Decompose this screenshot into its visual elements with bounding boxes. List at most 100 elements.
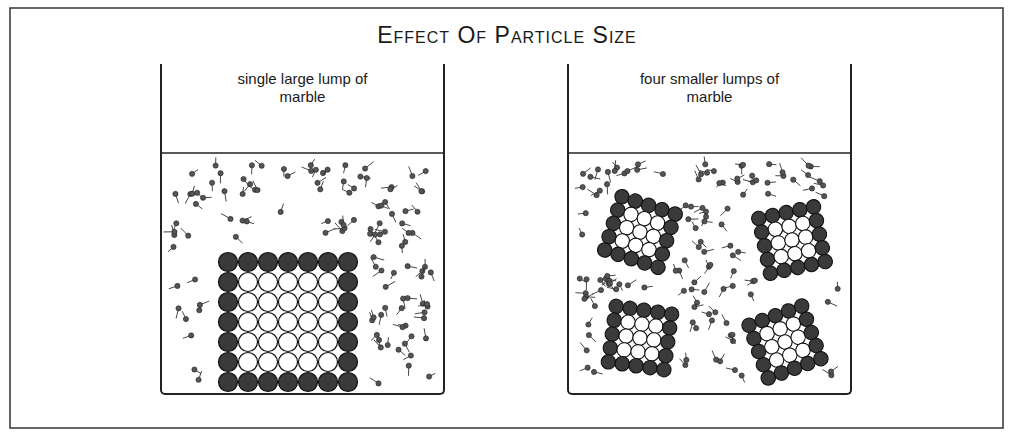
surface-particle <box>776 262 793 279</box>
marble-lumps <box>219 188 834 392</box>
acid-particle <box>240 218 245 223</box>
acid-particle <box>703 214 708 219</box>
acid-particle <box>376 381 381 386</box>
acid-particle <box>351 186 356 191</box>
inner-particle <box>648 318 664 334</box>
inner-particle <box>239 273 258 292</box>
surface-particle <box>756 237 773 254</box>
acid-particle <box>805 172 810 177</box>
inner-particle <box>259 353 278 372</box>
acid-particle <box>683 203 688 208</box>
surface-particle <box>812 350 830 368</box>
surface-particle <box>259 253 278 272</box>
acid-particle <box>730 283 735 288</box>
acid-particle <box>683 363 688 368</box>
acid-particle <box>694 326 699 331</box>
acid-particle <box>373 264 378 269</box>
acid-particle <box>692 280 697 285</box>
inner-particle <box>781 218 798 235</box>
inner-particle <box>620 314 636 330</box>
inner-particle <box>319 313 338 332</box>
surface-particle <box>650 304 666 320</box>
acid-particle <box>233 234 238 239</box>
acid-particle <box>598 288 603 293</box>
inner-particle <box>800 242 817 259</box>
acid-particle <box>309 168 314 173</box>
surface-particle <box>604 326 620 342</box>
inner-particle <box>319 353 338 372</box>
acid-particle <box>172 229 177 234</box>
surface-particle <box>608 298 624 314</box>
acid-particle <box>399 306 404 311</box>
inner-particle <box>299 313 318 332</box>
acid-particle <box>379 312 384 317</box>
acid-particle <box>347 190 352 195</box>
acid-particle <box>406 363 411 368</box>
acid-particle <box>281 166 286 171</box>
acid-particle <box>379 268 384 273</box>
acid-particle <box>174 221 179 226</box>
surface-particle <box>219 293 238 312</box>
acid-particle <box>696 177 701 182</box>
acid-particle <box>660 171 665 176</box>
inner-particle <box>319 293 338 312</box>
surface-particle <box>239 373 258 392</box>
acid-particle <box>730 338 735 343</box>
acid-particle <box>308 163 313 168</box>
acid-particle <box>378 345 383 350</box>
acid-particle <box>584 277 589 282</box>
acid-particle <box>419 274 424 279</box>
acid-particle <box>195 190 200 195</box>
surface-particle <box>219 333 238 352</box>
surface-particle <box>339 293 358 312</box>
acid-particle <box>696 244 701 249</box>
outer-frame <box>10 8 1003 428</box>
surface-particle <box>339 333 358 352</box>
inner-particle <box>299 333 318 352</box>
inner-particle <box>239 293 258 312</box>
acid-particle <box>189 171 194 176</box>
acid-particle <box>703 162 708 167</box>
acid-particle <box>692 304 697 309</box>
inner-particle <box>783 231 800 248</box>
acid-particle <box>171 244 176 249</box>
acid-particle <box>736 249 741 254</box>
acid-particle <box>402 341 407 346</box>
surface-particle <box>791 201 808 218</box>
acid-particle <box>748 292 753 297</box>
inner-particle <box>239 333 258 352</box>
acid-particle <box>388 187 393 192</box>
acid-particle <box>285 173 290 178</box>
acid-particle <box>193 201 198 206</box>
acid-particle <box>688 204 693 209</box>
acid-particle <box>423 168 428 173</box>
acid-particle <box>580 171 585 176</box>
surface-particle <box>622 300 638 316</box>
acid-particle <box>197 302 202 307</box>
inner-particle <box>797 229 814 246</box>
acid-particle <box>612 168 617 173</box>
acid-particle <box>728 243 733 248</box>
surface-particle <box>805 198 822 215</box>
acid-particle <box>240 191 245 196</box>
surface-particle <box>636 302 652 318</box>
acid-particle <box>382 229 387 234</box>
acid-particle <box>584 348 589 353</box>
acid-particle <box>721 286 726 291</box>
inner-particle <box>773 248 790 265</box>
acid-particle <box>730 332 735 337</box>
surface-particle <box>753 224 770 241</box>
acid-particle <box>420 189 425 194</box>
particle-trail <box>341 222 345 228</box>
diagram-title: Effect Of Particle Size <box>0 22 1014 49</box>
surface-particle <box>750 210 767 227</box>
acid-particle <box>379 203 384 208</box>
acid-particle <box>383 284 388 289</box>
acid-particle <box>400 221 405 226</box>
acid-particle <box>424 302 429 307</box>
surface-particle <box>219 253 238 272</box>
acid-particle <box>625 283 630 288</box>
acid-particle <box>698 239 703 244</box>
acid-particle <box>713 310 718 315</box>
acid-particles <box>163 156 840 386</box>
